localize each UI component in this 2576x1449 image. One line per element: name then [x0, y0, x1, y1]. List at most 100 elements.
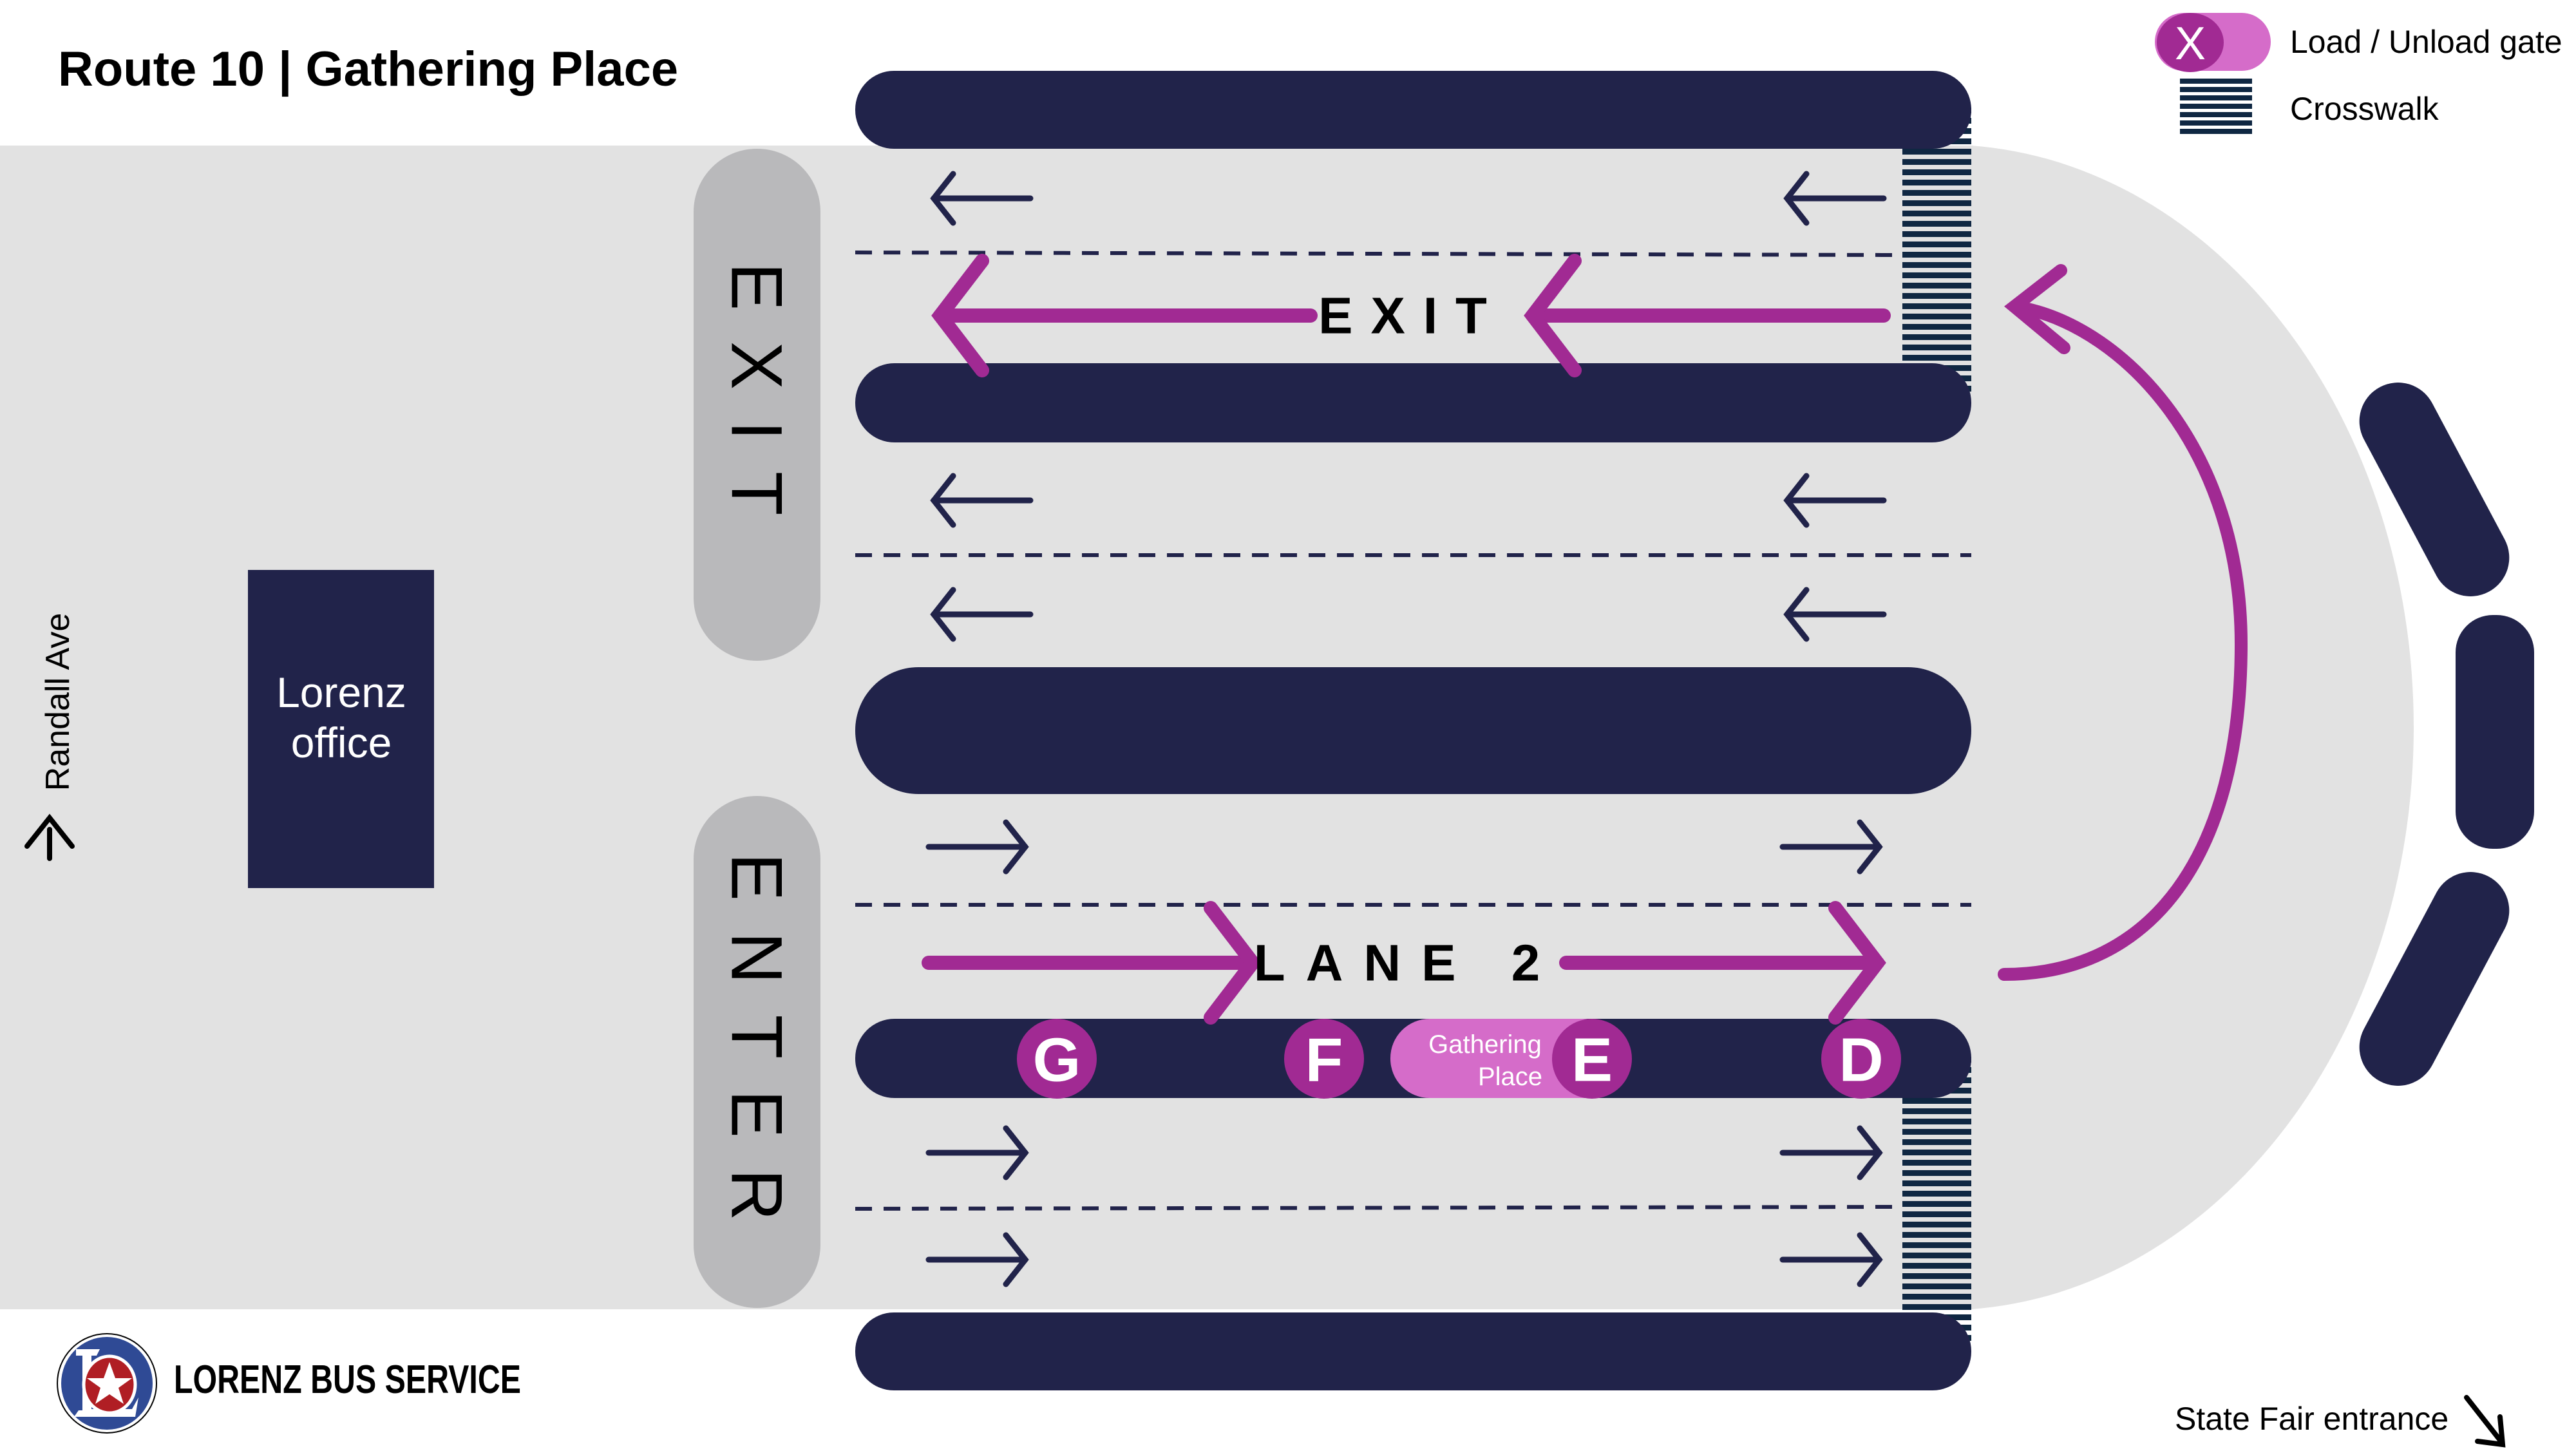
arrow-right-icon	[1779, 1232, 1883, 1287]
crosswalk-stripe	[1902, 1160, 1971, 1166]
crosswalk-stripe	[2180, 104, 2252, 109]
legend: X Load / Unload gate Crosswalk	[2155, 13, 2562, 134]
crosswalk-stripe	[1902, 1180, 1971, 1186]
crosswalk-stripe	[1902, 149, 1971, 155]
crosswalk-stripe	[1902, 1222, 1971, 1227]
crosswalk-stripe	[1902, 1242, 1971, 1248]
arrow-left-icon	[1783, 587, 1887, 642]
enter-pill	[694, 796, 820, 1308]
crosswalk-stripe	[1902, 1304, 1971, 1310]
crosswalk-stripe	[1902, 1191, 1971, 1197]
arrow-right-icon	[925, 1232, 1029, 1287]
crosswalk-stripe	[1902, 1294, 1971, 1300]
crosswalk-stripe	[1902, 1170, 1971, 1176]
crosswalk-stripe	[2180, 112, 2252, 117]
crosswalk-stripe	[1902, 200, 1971, 206]
arrow-right-icon	[1779, 1125, 1883, 1180]
lane-dividers	[855, 251, 1971, 1211]
state-fair-entrance: State Fair entrance	[2175, 1395, 2506, 1448]
crosswalk-stripe	[1902, 1263, 1971, 1269]
gate-f[interactable]: F	[1284, 1019, 1364, 1099]
arrow-right-icon	[925, 1125, 1029, 1180]
legend-gate-label: Load / Unload gate	[2290, 24, 2562, 60]
arrow-right-icon	[1779, 819, 1883, 875]
arrow-left-icon	[930, 587, 1034, 642]
crosswalk-stripe	[1902, 211, 1971, 216]
lorenz-office: Lorenz office	[248, 570, 434, 888]
crosswalk-stripe	[1902, 1139, 1971, 1145]
crosswalk-stripe	[1902, 355, 1971, 361]
platform-2	[855, 363, 1971, 442]
brand-name: LORENZ BUS SERVICE	[174, 1357, 521, 1401]
crosswalk-stripe	[1902, 293, 1971, 299]
legend-crosswalk-icon	[2180, 79, 2252, 134]
gate-d[interactable]: D	[1821, 1019, 1901, 1099]
crosswalk-stripe	[1902, 1211, 1971, 1217]
exit-lane-marking	[931, 254, 1891, 377]
crosswalk-stripe	[1902, 242, 1971, 247]
state-fair-label: State Fair entrance	[2175, 1401, 2448, 1437]
gate-letter: F	[1305, 1026, 1343, 1095]
arrow-right-icon-head	[1204, 901, 1262, 1025]
gathering-place-line2: Place	[1478, 1063, 1542, 1091]
crosswalk-stripe	[1902, 1283, 1971, 1289]
gate-g[interactable]: G	[1017, 1019, 1097, 1099]
legend-gate-symbol: X	[2175, 18, 2206, 70]
crosswalk-stripe	[1902, 1098, 1971, 1104]
gate-letter: E	[1571, 1026, 1613, 1095]
crosswalk-stripe	[2180, 79, 2252, 84]
crosswalk-stripe	[1902, 1273, 1971, 1279]
star-icon	[87, 1362, 132, 1404]
crosswalk-stripe	[1902, 180, 1971, 185]
legend-gate-icon: X	[2155, 13, 2271, 72]
office-building	[248, 570, 434, 888]
lorenz-logo: LORENZ BUS SERVICE	[57, 1333, 521, 1434]
crosswalk-stripe	[1902, 345, 1971, 350]
crosswalk-stripe	[1902, 334, 1971, 340]
turnaround-islands	[2359, 383, 2534, 1086]
crosswalk-stripe	[1902, 324, 1971, 330]
legend-crosswalk-label: Crosswalk	[2290, 91, 2439, 127]
arrow-up-icon	[24, 813, 75, 861]
gate-e[interactable]: E	[1552, 1019, 1632, 1099]
page-title: Route 10 | Gathering Place	[58, 42, 678, 97]
office-label-line2: office	[291, 719, 392, 766]
crosswalk-stripe	[1902, 169, 1971, 175]
crosswalk-stripe	[1902, 190, 1971, 196]
crosswalk-stripe	[1902, 1108, 1971, 1114]
crosswalk-stripe	[1902, 231, 1971, 237]
gathering-place-line1: Gathering	[1428, 1030, 1542, 1059]
lane-2-marking	[922, 901, 1886, 1025]
crosswalk-stripe	[2180, 129, 2252, 134]
gate-letter: G	[1033, 1026, 1081, 1095]
platforms	[855, 71, 1971, 1390]
crosswalk-stripe	[1902, 252, 1971, 258]
lane-label: LANE 2	[1254, 934, 1561, 992]
arrow-left-icon-head	[931, 254, 989, 377]
crosswalk-stripe	[2180, 120, 2252, 126]
platform-3	[855, 667, 1971, 794]
crosswalk-stripe	[1902, 159, 1971, 165]
enter-vertical-label: ENTER	[717, 853, 797, 1252]
exit-vertical-label: EXIT	[717, 263, 797, 547]
crosswalk-stripe	[1902, 1150, 1971, 1155]
platform-1	[855, 71, 1971, 149]
crosswalk-stripe	[1902, 221, 1971, 227]
pavement-turnaround	[1971, 146, 2414, 1309]
lane-divider	[855, 251, 1894, 257]
crosswalk-stripe	[1902, 272, 1971, 278]
island-middle	[2456, 615, 2534, 849]
arrow-left-icon	[930, 473, 1034, 528]
street-label: Randall Ave	[39, 613, 77, 791]
crosswalk-stripe	[1902, 303, 1971, 309]
arrow-left-icon	[1783, 473, 1887, 528]
enter-sign: ENTER	[694, 796, 820, 1308]
street-label-group: Randall Ave	[24, 613, 77, 861]
crosswalk-stripe	[1902, 314, 1971, 319]
lane-divider	[855, 1205, 1894, 1211]
exit-lane-label: EXIT	[1318, 287, 1505, 345]
island-lower	[2359, 872, 2510, 1086]
crosswalk-stripe	[2180, 95, 2252, 100]
arrow-right-icon	[925, 819, 1029, 875]
u-turn-arrow-icon	[1998, 264, 2248, 981]
